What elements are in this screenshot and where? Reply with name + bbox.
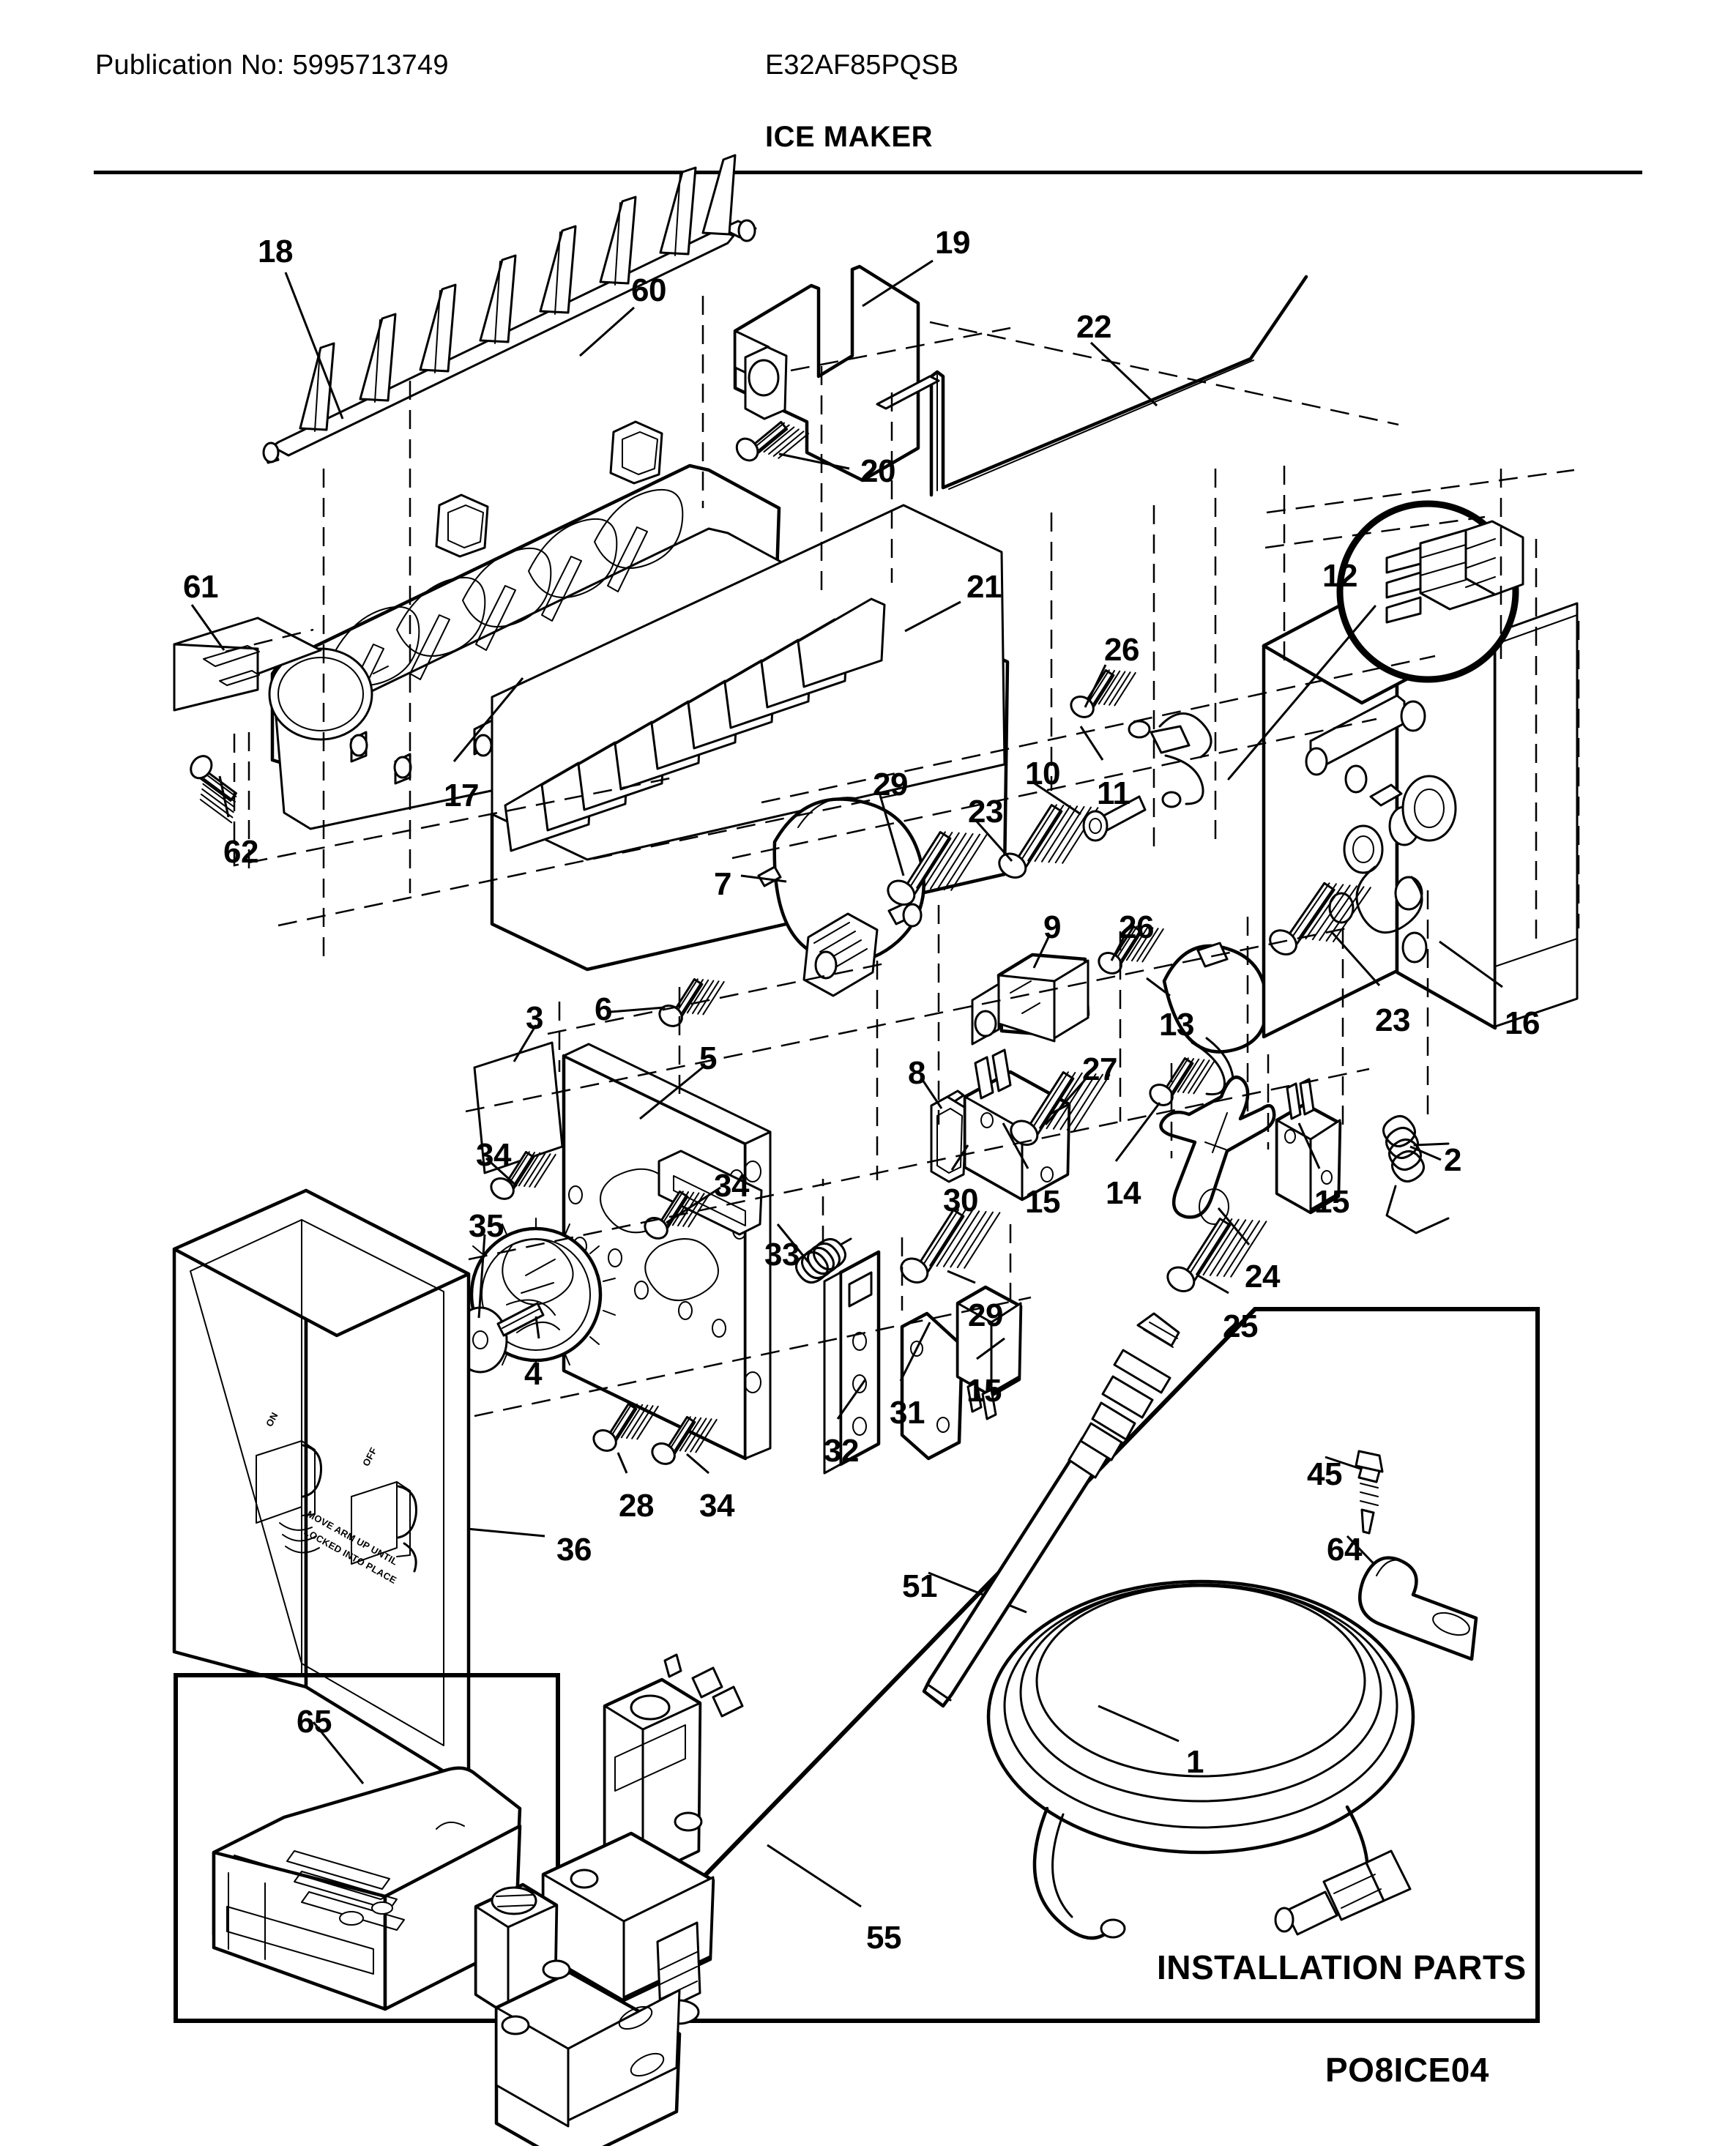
callout-6-screw-plate: 6 bbox=[595, 991, 612, 1027]
callout-45-screw-clamp: 45 bbox=[1307, 1456, 1342, 1492]
callout-61-mounting-bracket: 61 bbox=[183, 569, 218, 605]
callout-27-screw-switch: 27 bbox=[1082, 1051, 1117, 1087]
callout-51-fill-tube: 51 bbox=[902, 1568, 937, 1604]
callout-19-ice-chute-bracket: 19 bbox=[935, 225, 970, 261]
callout-21-ice-stripper: 21 bbox=[966, 569, 1002, 605]
callout-28-screw-base-a: 28 bbox=[619, 1488, 654, 1524]
part-26-screw-a bbox=[1058, 657, 1147, 728]
callout-24-lever-arm: 24 bbox=[1245, 1259, 1280, 1294]
callout-55-water-inlet-valve: 55 bbox=[866, 1920, 901, 1956]
callout-65-ice-container-bin: 65 bbox=[297, 1704, 332, 1740]
callout-36-ice-maker-cover: 36 bbox=[556, 1532, 592, 1568]
callout-60-screw-ejector: 60 bbox=[631, 272, 666, 308]
part-45-screw bbox=[1355, 1450, 1384, 1535]
part-55-water-inlet-valve bbox=[474, 1653, 744, 2146]
callout-18-ejector-blade-assembly: 18 bbox=[258, 234, 293, 269]
part-2-spring bbox=[1382, 1115, 1450, 1234]
callout-15-switch-c: 15 bbox=[966, 1373, 1002, 1409]
callout-14-screw-lever: 14 bbox=[1106, 1175, 1141, 1211]
callout-26-screw-thermostat: 26 bbox=[1104, 632, 1139, 668]
part-36-ice-maker-cover bbox=[172, 1188, 471, 1789]
callout-35-shaft-washer: 35 bbox=[469, 1208, 504, 1244]
drawing-code: PO8ICE04 bbox=[1325, 2051, 1489, 2089]
sheet-header: Publication No: 5995713749 E32AF85PQSB I… bbox=[0, 0, 1736, 174]
callout-23-screw-long: 23 bbox=[968, 794, 1003, 830]
installation-parts-title: INSTALLATION PARTS bbox=[1157, 1948, 1527, 1986]
part-62-screw bbox=[180, 744, 247, 832]
callout-29-screw-motor: 29 bbox=[873, 767, 908, 802]
callout-5-support-plate: 5 bbox=[699, 1040, 717, 1076]
callout-64-tube-clamp: 64 bbox=[1327, 1532, 1362, 1568]
callout-15-switch-a: 15 bbox=[1025, 1184, 1060, 1220]
part-5-support-plate bbox=[562, 1043, 772, 1461]
callout-11-thermostat-clip: 11 bbox=[1097, 775, 1130, 811]
part-1-water-supply-tubing bbox=[986, 1579, 1415, 1940]
callout-62-screw-bracket: 62 bbox=[223, 834, 258, 870]
part-65-ice-container bbox=[212, 1766, 522, 2011]
callout-13-spring-clip-thermostat: 13 bbox=[1159, 1007, 1194, 1043]
callout-20-screw-chute: 20 bbox=[860, 453, 895, 489]
model-number: E32AF85PQSB bbox=[765, 50, 959, 81]
header-divider bbox=[94, 171, 1642, 174]
page-title: ICE MAKER bbox=[765, 121, 933, 153]
callout-25-screw-lever-pivot: 25 bbox=[1223, 1308, 1258, 1344]
part-32-mounting-strip bbox=[823, 1250, 881, 1475]
part-15-switch-b bbox=[1275, 1078, 1342, 1215]
part-19-ice-chute-bracket bbox=[733, 264, 920, 483]
callout-30-terminal: 30 bbox=[943, 1182, 978, 1218]
part-8-switch-actuator bbox=[930, 1089, 968, 1183]
callout-22-bail-arm-wire: 22 bbox=[1076, 309, 1111, 345]
part-11-thermostat-clip bbox=[1128, 712, 1212, 808]
callout-3-insulation-pad: 3 bbox=[526, 1000, 543, 1036]
part-10-bushing bbox=[1082, 795, 1147, 842]
callout-17-ice-mold-tray: 17 bbox=[444, 778, 479, 813]
callout-31-switch-mount-plate: 31 bbox=[890, 1395, 925, 1431]
callout-12-wire-connector: 12 bbox=[1322, 558, 1357, 594]
callout-26-screw-holder: 26 bbox=[1119, 909, 1154, 945]
callout-15-switch-b: 15 bbox=[1314, 1184, 1349, 1220]
part-12-connector-detail bbox=[1227, 500, 1524, 780]
part-9-solenoid bbox=[971, 953, 1090, 1046]
part-31-switch-mount-plate bbox=[900, 1311, 964, 1461]
assembly-guidelines bbox=[225, 296, 1580, 1417]
callout-34-screw-base-b: 34 bbox=[699, 1488, 734, 1524]
callout-16-control-module: 16 bbox=[1505, 1005, 1540, 1041]
callout-2-spring: 2 bbox=[1444, 1142, 1461, 1178]
part-64-tube-clamp bbox=[1358, 1556, 1478, 1661]
callout-34-screw-plate-b: 34 bbox=[714, 1168, 749, 1204]
callout-29-screw-switch-b: 29 bbox=[968, 1297, 1003, 1333]
part-15-switch-c bbox=[955, 1285, 1023, 1420]
callout-7-drive-motor: 7 bbox=[714, 866, 731, 902]
part-7-drive-motor bbox=[757, 797, 925, 997]
part-24-lever-arm bbox=[1159, 1076, 1276, 1225]
part-51-fill-tube bbox=[922, 1312, 1180, 1708]
callout-4-drive-gear: 4 bbox=[524, 1356, 542, 1392]
callout-8-switch-actuator: 8 bbox=[908, 1055, 925, 1091]
callout-33-spring-torsion: 33 bbox=[764, 1237, 800, 1273]
publication-number: Publication No: 5995713749 bbox=[95, 50, 449, 81]
part-61-bracket bbox=[173, 616, 322, 712]
callout-23-screw-module: 23 bbox=[1375, 1002, 1410, 1038]
part-6-screw bbox=[647, 966, 735, 1037]
callout-9-solenoid: 9 bbox=[1043, 909, 1061, 945]
callout-1-water-supply-tubing: 1 bbox=[1186, 1744, 1204, 1780]
callout-32-mounting-strip: 32 bbox=[824, 1433, 859, 1469]
callout-34-screw-plate-a: 34 bbox=[476, 1137, 511, 1173]
callout-10-bushing: 10 bbox=[1025, 756, 1060, 791]
ice-bin-panel bbox=[174, 1673, 560, 2023]
part-18-ejector-blade bbox=[262, 154, 757, 464]
